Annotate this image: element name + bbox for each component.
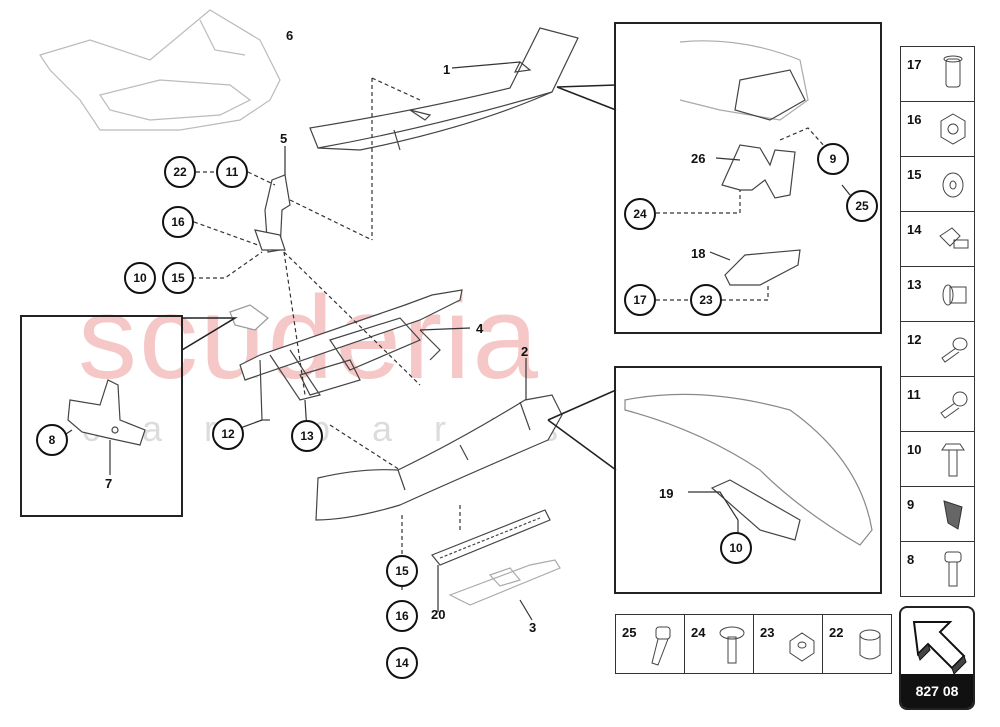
part-label-26[interactable]: 26 bbox=[691, 151, 706, 166]
legend-number: 15 bbox=[907, 167, 922, 182]
part-3-cover bbox=[448, 559, 561, 606]
legend-number: 11 bbox=[907, 387, 921, 402]
legend-cell-15[interactable]: 15 bbox=[900, 156, 975, 212]
part-label-4[interactable]: 4 bbox=[476, 321, 484, 336]
legend-cell-9[interactable]: 9 bbox=[900, 486, 975, 542]
part-20-strip bbox=[431, 509, 551, 566]
legend-cell-12[interactable]: 12 bbox=[900, 321, 975, 377]
legend-number: 14 bbox=[907, 222, 922, 237]
torx-screw-icon bbox=[719, 626, 745, 664]
callout-17[interactable]: 17 bbox=[624, 284, 656, 316]
part-label-6[interactable]: 6 bbox=[286, 28, 294, 43]
callout-25[interactable]: 25 bbox=[846, 190, 878, 222]
legend-cell-17[interactable]: 17 bbox=[900, 46, 975, 102]
flange-bolt-icon bbox=[942, 284, 967, 306]
legend-cell-8[interactable]: 8 bbox=[900, 541, 975, 597]
legend-cell-16[interactable]: 16 bbox=[900, 101, 975, 157]
orientation-box: 827 08 bbox=[899, 606, 975, 710]
callout-13[interactable]: 13 bbox=[291, 420, 323, 452]
washer-icon bbox=[942, 172, 964, 198]
part-label-2[interactable]: 2 bbox=[521, 344, 529, 359]
hex-flange-bolt-icon bbox=[941, 443, 965, 477]
legend-number: 25 bbox=[622, 625, 637, 640]
detail-panel-wing bbox=[614, 366, 882, 594]
part-label-7[interactable]: 7 bbox=[105, 476, 113, 491]
part-5-bracket bbox=[254, 174, 291, 253]
callout-12[interactable]: 12 bbox=[212, 418, 244, 450]
legend-number: 9 bbox=[907, 497, 915, 512]
legend-number: 22 bbox=[829, 625, 844, 640]
callout-11[interactable]: 11 bbox=[216, 156, 248, 188]
legend-cell-11[interactable]: 11 bbox=[900, 376, 975, 432]
legend-cell-24[interactable]: 24 bbox=[684, 614, 754, 674]
detail-wing-drawing bbox=[624, 393, 873, 546]
callout-10-detail[interactable]: 10 bbox=[720, 532, 752, 564]
part-label-18[interactable]: 18 bbox=[691, 246, 706, 261]
flange-stud-icon bbox=[939, 227, 969, 249]
direction-arrow-icon bbox=[912, 621, 967, 675]
callout-10[interactable]: 10 bbox=[124, 262, 156, 294]
part-label-20[interactable]: 20 bbox=[431, 607, 446, 622]
legend-number: 17 bbox=[907, 57, 922, 72]
socket-bolt-icon bbox=[940, 391, 968, 419]
callout-15-lower[interactable]: 15 bbox=[386, 555, 418, 587]
part-label-19[interactable]: 19 bbox=[659, 486, 674, 501]
part-7-small bbox=[229, 304, 269, 331]
clip-nut-icon bbox=[943, 500, 963, 530]
callout-23[interactable]: 23 bbox=[690, 284, 722, 316]
part-7-bracket bbox=[67, 379, 146, 446]
callout-24[interactable]: 24 bbox=[624, 198, 656, 230]
part-label-5[interactable]: 5 bbox=[280, 131, 288, 146]
legend-cell-22[interactable]: 22 bbox=[822, 614, 892, 674]
legend-cell-10[interactable]: 10 bbox=[900, 431, 975, 487]
diagram-code: 827 08 bbox=[901, 674, 973, 708]
callout-14[interactable]: 14 bbox=[386, 647, 418, 679]
callout-22[interactable]: 22 bbox=[164, 156, 196, 188]
callout-16[interactable]: 16 bbox=[162, 206, 194, 238]
legend-number: 13 bbox=[907, 277, 922, 292]
legend-number: 16 bbox=[907, 112, 922, 127]
part-1-wing bbox=[309, 27, 579, 151]
cap-screw-icon bbox=[944, 551, 962, 587]
socket-screw-icon bbox=[651, 626, 671, 666]
detail-connectors bbox=[181, 84, 617, 471]
part-label-1[interactable]: 1 bbox=[443, 62, 451, 77]
legend-cell-14[interactable]: 14 bbox=[900, 211, 975, 267]
square-nut-icon bbox=[789, 632, 815, 662]
legend-number: 23 bbox=[760, 625, 775, 640]
legend-number: 12 bbox=[907, 332, 922, 347]
legend-number: 10 bbox=[907, 442, 922, 457]
nut-insert-icon bbox=[943, 55, 963, 88]
hex-nut-icon bbox=[940, 113, 966, 145]
legend-cell-25[interactable]: 25 bbox=[615, 614, 685, 674]
legend-cell-13[interactable]: 13 bbox=[900, 266, 975, 322]
pan-screw-icon bbox=[941, 337, 968, 363]
part-6-tray bbox=[39, 9, 281, 131]
detail-hinge-drawing bbox=[679, 40, 809, 286]
legend-cell-23[interactable]: 23 bbox=[753, 614, 823, 674]
legend-number: 24 bbox=[691, 625, 706, 640]
callout-9[interactable]: 9 bbox=[817, 143, 849, 175]
callout-16-lower[interactable]: 16 bbox=[386, 600, 418, 632]
callout-8[interactable]: 8 bbox=[36, 424, 68, 456]
detail-panel-hinge bbox=[614, 22, 882, 334]
callout-15[interactable]: 15 bbox=[162, 262, 194, 294]
legend-number: 8 bbox=[907, 552, 915, 567]
spacer-sleeve-icon bbox=[859, 629, 881, 660]
detail-panel-bracket bbox=[20, 315, 183, 517]
part-4-frame bbox=[239, 289, 463, 421]
part-2-wing bbox=[315, 394, 563, 521]
part-label-3[interactable]: 3 bbox=[529, 620, 537, 635]
leader-lines bbox=[192, 77, 827, 555]
